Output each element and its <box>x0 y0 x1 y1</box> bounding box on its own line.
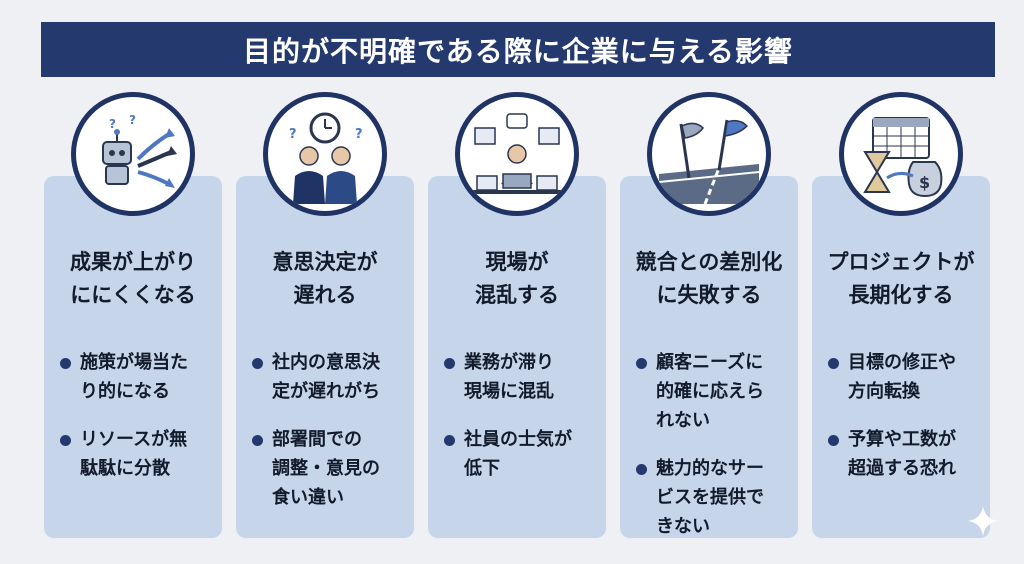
bullet-item: 施策が場当た り的になる <box>58 348 212 406</box>
impact-card-4: 競合との差別化 に失敗する 顧客ニーズに 的確に応えら れない 魅力的なサー ビ… <box>620 176 798 538</box>
impact-card-3: 現場が 混乱する 業務が滞り 現場に混乱 社員の士気が 低下 <box>428 176 606 538</box>
page-title: 目的が不明確である際に企業に与える影響 <box>243 34 793 68</box>
race-flags-icon <box>647 92 771 216</box>
svg-text:?: ? <box>109 117 116 131</box>
svg-text:?: ? <box>355 127 363 142</box>
stressed-worker-icon <box>455 92 579 216</box>
card-title: 現場が 混乱する <box>475 250 559 307</box>
impact-card-5: プロジェクトが 長期化する 目標の修正や 方向転換 予算や工数が 超過する恐れ <box>812 176 990 538</box>
bullet-item: 顧客ニーズに 的確に応えら れない <box>634 348 788 435</box>
bullet-item: 社員の士気が 低下 <box>442 425 596 483</box>
bullet-list: 社内の意思決 定が遅れがち 部署間での 調整・意見の 食い違い <box>250 348 404 531</box>
impact-card-1: 成果が上がり ににくくなる 施策が場当た り的になる リソースが無 駄駄に分散 <box>44 176 222 538</box>
impact-card-2: 意思決定が 遅れる 社内の意思決 定が遅れがち 部署間での 調整・意見の 食い違… <box>236 176 414 538</box>
bullet-item: 部署間での 調整・意見の 食い違い <box>250 425 404 512</box>
bullet-item: 目標の修正や 方向転換 <box>826 348 980 406</box>
calendar-hourglass-money-icon: $ <box>839 92 963 216</box>
bullet-list: 目標の修正や 方向転換 予算や工数が 超過する恐れ <box>826 348 980 502</box>
bullet-list: 顧客ニーズに 的確に応えら れない 魅力的なサー ビスを提供で きない <box>634 348 788 560</box>
title-banner: 目的が不明確である際に企業に与える影響 <box>41 22 995 77</box>
svg-text:?: ? <box>289 127 297 142</box>
card-title: 競合との差別化 に失敗する <box>635 250 783 307</box>
card-title: 意思決定が 遅れる <box>272 250 378 307</box>
bullet-list: 業務が滞り 現場に混乱 社員の士気が 低下 <box>442 348 596 502</box>
bullet-item: 社内の意思決 定が遅れがち <box>250 348 404 406</box>
bullet-item: 魅力的なサー ビスを提供で きない <box>634 454 788 541</box>
svg-text:?: ? <box>129 113 136 127</box>
card-title: プロジェクトが 長期化する <box>827 250 975 307</box>
bullet-item: リソースが無 駄駄に分散 <box>58 425 212 483</box>
robot-arrows-icon: ? ? <box>71 92 195 216</box>
bullet-item: 予算や工数が 超過する恐れ <box>826 425 980 483</box>
card-title: 成果が上がり ににくくなる <box>70 250 196 307</box>
businessmen-clock-icon: ? ? <box>263 92 387 216</box>
svg-text:$: $ <box>919 173 930 192</box>
sparkle-icon <box>968 506 998 536</box>
bullet-list: 施策が場当た り的になる リソースが無 駄駄に分散 <box>58 348 212 502</box>
bullet-item: 業務が滞り 現場に混乱 <box>442 348 596 406</box>
